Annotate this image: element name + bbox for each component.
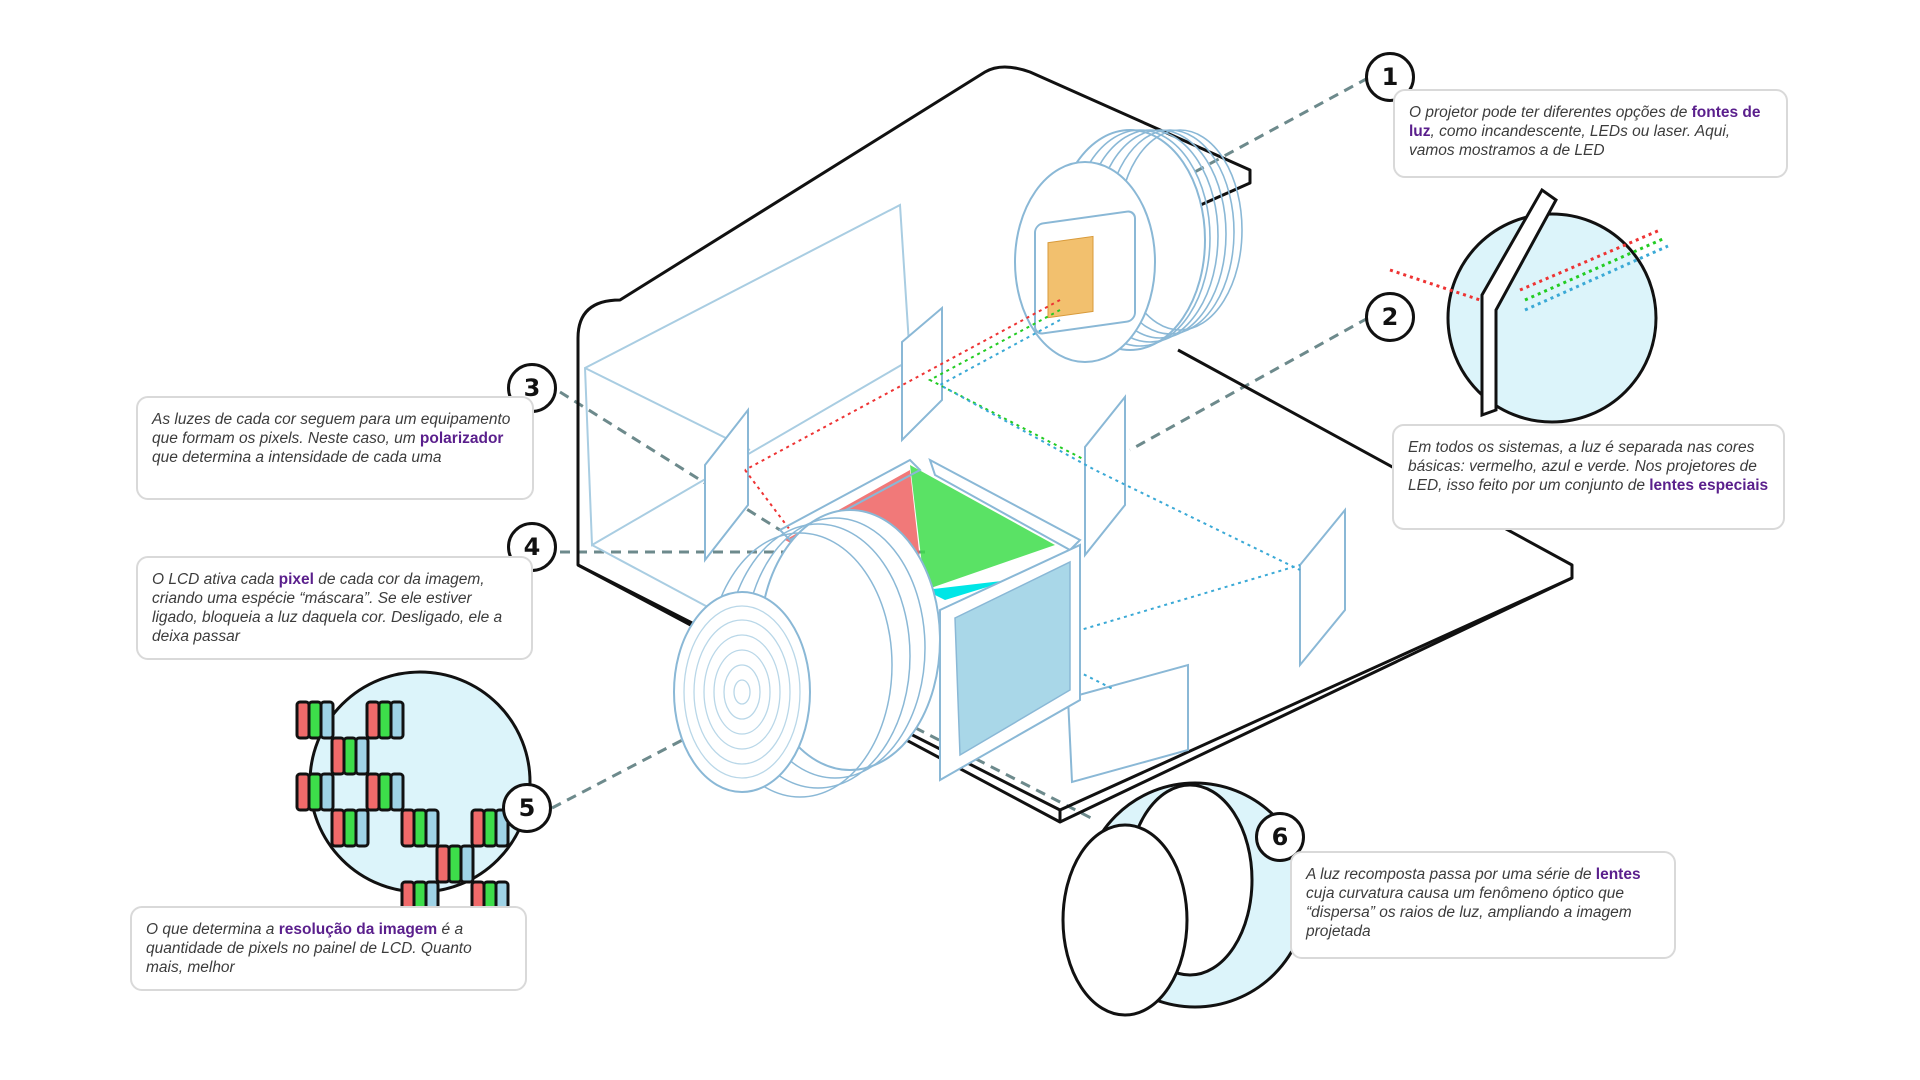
subpixel bbox=[447, 844, 463, 884]
subpixel bbox=[377, 700, 393, 740]
subpixel bbox=[319, 700, 335, 740]
callout-6-text: A luz recomposta passa por uma série de … bbox=[1290, 851, 1676, 959]
mirror-zoom-bubble bbox=[1389, 187, 1669, 424]
lcd-panel bbox=[939, 543, 1081, 782]
lens-zoom-bubble bbox=[1061, 781, 1309, 1017]
callout-number-5: 5 bbox=[502, 783, 552, 833]
projection-lens bbox=[673, 509, 941, 798]
pixel-cell bbox=[400, 808, 440, 848]
subpixel bbox=[377, 772, 393, 812]
subpixel bbox=[435, 844, 451, 884]
subpixel bbox=[330, 808, 346, 848]
subpixel bbox=[459, 844, 475, 884]
callout-number-6: 6 bbox=[1255, 812, 1305, 862]
subpixel bbox=[365, 772, 381, 812]
callout-number-1: 1 bbox=[1365, 52, 1415, 102]
pixel-cell bbox=[365, 700, 405, 740]
subpixel bbox=[342, 736, 358, 776]
subpixel bbox=[412, 808, 428, 848]
callout-5-text: O que determina a resolução da imagem é … bbox=[130, 906, 527, 991]
subpixel bbox=[389, 700, 405, 740]
subpixel bbox=[307, 772, 323, 812]
callout-3-text: As luzes de cada cor seguem para um equi… bbox=[136, 396, 534, 500]
subpixel bbox=[354, 736, 370, 776]
subpixel bbox=[400, 808, 416, 848]
subpixel bbox=[295, 772, 311, 812]
callout-number-2: 2 bbox=[1365, 292, 1415, 342]
subpixel bbox=[470, 808, 486, 848]
subpixel bbox=[319, 772, 335, 812]
subpixel bbox=[482, 808, 498, 848]
subpixel bbox=[389, 772, 405, 812]
callout-2-text: Em todos os sistemas, a luz é separada n… bbox=[1392, 424, 1785, 530]
subpixel bbox=[424, 808, 440, 848]
subpixel bbox=[365, 700, 381, 740]
pixel-grid bbox=[295, 670, 532, 920]
pixel-cell bbox=[435, 844, 475, 884]
subpixel bbox=[307, 700, 323, 740]
pixel-cell bbox=[330, 808, 370, 848]
pixel-cell bbox=[330, 736, 370, 776]
light-beams bbox=[744, 299, 1301, 691]
pixel-cell bbox=[295, 700, 335, 740]
subpixel bbox=[330, 736, 346, 776]
callout-4-text: O LCD ativa cada pixel de cada cor da im… bbox=[136, 556, 533, 660]
led-light-source bbox=[1014, 129, 1243, 363]
pixel-cell bbox=[470, 808, 510, 848]
callout-1-text: O projetor pode ter diferentes opções de… bbox=[1393, 89, 1788, 178]
subpixel bbox=[342, 808, 358, 848]
dichroic-mirror bbox=[704, 305, 1346, 784]
subpixel bbox=[354, 808, 370, 848]
subpixel bbox=[295, 700, 311, 740]
pixel-cell bbox=[365, 772, 405, 812]
pixel-cell bbox=[295, 772, 335, 812]
